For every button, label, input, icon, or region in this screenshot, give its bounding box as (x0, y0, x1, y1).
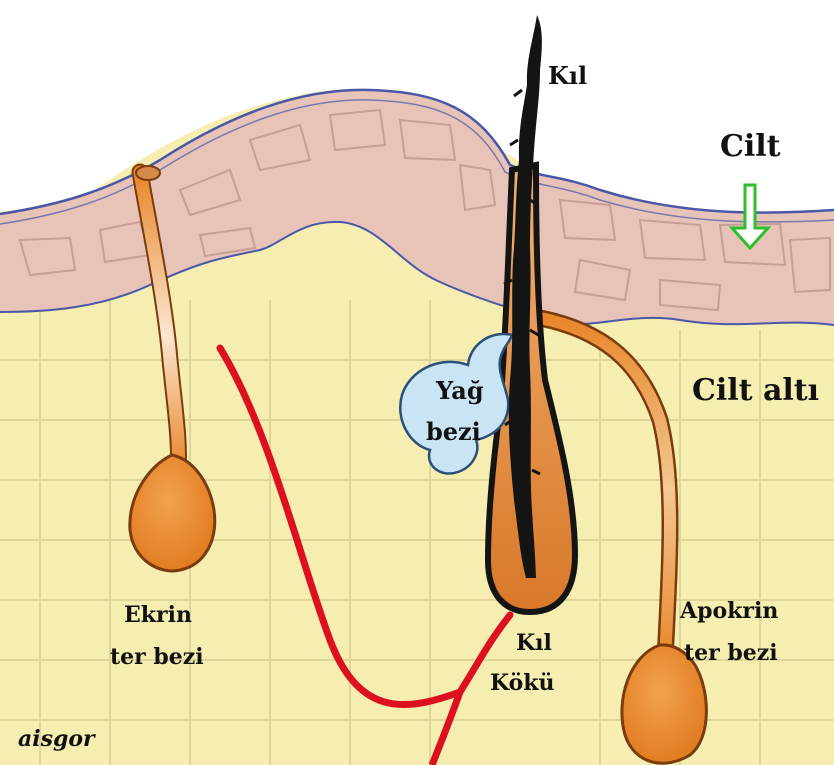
skin-pointer-arrow (728, 183, 772, 251)
label-eccrine-line1: Ekrin (124, 602, 192, 628)
label-apocrine-line2: ter bezi (684, 640, 778, 666)
sebaceous-gland (399, 332, 514, 475)
label-hair: Kıl (548, 61, 587, 90)
blood-vessel (216, 344, 514, 708)
label-skin: Cilt (720, 129, 781, 164)
watermark: aisgor (18, 726, 96, 752)
label-eccrine-line2: ter bezi (110, 644, 204, 670)
eccrine-sweat-gland (128, 163, 217, 573)
label-sebaceous-line1: Yağ (435, 376, 484, 405)
air-above-skin (0, 0, 834, 214)
hair-shaft (503, 15, 542, 578)
label-root-line2: Kökü (490, 670, 555, 696)
label-sebaceous-line2: bezi (426, 417, 481, 446)
dermis-texture (18, 108, 831, 312)
label-subcutis: Cilt altı (692, 373, 819, 408)
label-apocrine-line1: Apokrin (679, 598, 778, 624)
apocrine-sweat-gland (531, 309, 708, 765)
label-root-line1: Kıl (516, 630, 552, 656)
blood-vessel-branch (428, 690, 464, 765)
dermis-layer (0, 89, 834, 326)
